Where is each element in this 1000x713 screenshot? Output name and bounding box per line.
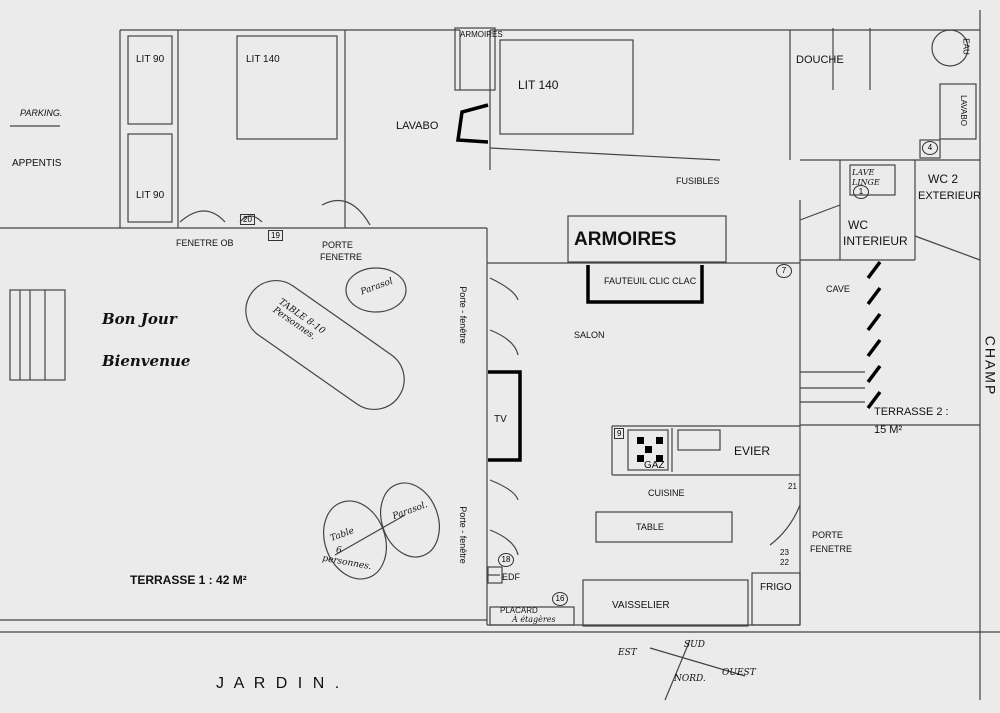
marker-20: 20	[240, 214, 255, 225]
label-fusibles: FUSIBLES	[676, 176, 720, 186]
label-edf: EDF	[502, 572, 520, 582]
label-evier: EVIER	[734, 444, 771, 458]
marker-21: 21	[788, 482, 797, 491]
label-appentis: APPENTIS	[12, 158, 62, 169]
label-table-small-2: 6	[336, 546, 342, 556]
label-jardin: J A R D I N .	[216, 675, 343, 692]
label-parking: PARKING.	[20, 108, 63, 118]
label-gaz: GAZ	[644, 460, 665, 471]
label-lave-linge: LAVE LINGE	[852, 168, 880, 187]
label-tv: TV	[494, 414, 507, 425]
label-terrasse2-1: TERRASSE 2 :	[874, 406, 949, 418]
marker-16: 16	[552, 592, 568, 606]
marker-23: 23	[780, 548, 789, 557]
label-bienvenue: Bienvenue	[102, 352, 191, 370]
label-fauteuil: FAUTEUIL CLIC CLAC	[604, 276, 697, 286]
label-terrasse2-2: 15 M²	[874, 424, 903, 436]
label-salon: SALON	[574, 330, 605, 340]
label-fenetre-right: FENETRE	[810, 544, 853, 554]
label-vaisselier: VAISSELIER	[612, 600, 670, 611]
label-ouest: OUEST	[722, 668, 756, 678]
label-wc-interieur-2: INTERIEUR	[843, 234, 908, 248]
label-frigo: FRIGO	[760, 582, 792, 593]
label-lavabo-vertical: LAVABO	[958, 95, 968, 126]
label-placard-2: À étagères	[512, 615, 556, 624]
label-douche: DOUCHE	[796, 54, 844, 66]
marker-19: 19	[268, 230, 283, 241]
marker-1: 1	[853, 185, 869, 199]
label-placard-1: PLACARD	[500, 606, 538, 615]
label-cuisine: CUISINE	[648, 488, 685, 498]
label-porte-fenetre-v1: Porte - fenêtre	[457, 286, 468, 344]
marker-4: 4	[922, 141, 938, 155]
label-lit140-right: LIT 140	[518, 78, 559, 92]
label-cave: CAVE	[826, 284, 850, 294]
label-fenetre-top: FENETRE	[320, 252, 363, 262]
label-est: EST	[618, 648, 637, 658]
label-terrasse1: TERRASSE 1 : 42 M²	[130, 573, 247, 587]
marker-22: 22	[780, 558, 789, 567]
label-wc-interieur-1: WC	[848, 218, 868, 232]
label-champ: CHAMP	[982, 335, 999, 397]
marker-7: 7	[776, 264, 792, 278]
marker-18: 18	[498, 553, 514, 567]
marker-9: 9	[614, 428, 625, 439]
label-lit140-left: LIT 140	[246, 54, 280, 65]
label-porte-fenetre-v2: Porte - fenêtre	[457, 506, 468, 564]
label-sud: SUD	[684, 640, 705, 650]
label-lit90-top: LIT 90	[136, 54, 165, 65]
label-fenetre-ob: FENETRE OB	[176, 238, 234, 248]
label-wc2: WC 2	[928, 172, 958, 186]
label-lavabo: LAVABO	[396, 120, 439, 132]
label-armoires: ARMOIRES	[574, 229, 677, 250]
label-table-kitchen: TABLE	[636, 522, 664, 532]
label-porte-right: PORTE	[812, 530, 843, 540]
label-armoires-small: ARMOIRES	[460, 30, 503, 39]
label-nord: NORD.	[674, 674, 706, 684]
label-porte-top: PORTE	[322, 240, 353, 250]
label-exterieur: EXTERIEUR	[918, 190, 981, 202]
label-bon-jour: Bon Jour	[102, 310, 177, 328]
label-eau: EAU	[961, 38, 971, 55]
label-lit90-bottom: LIT 90	[136, 190, 165, 201]
